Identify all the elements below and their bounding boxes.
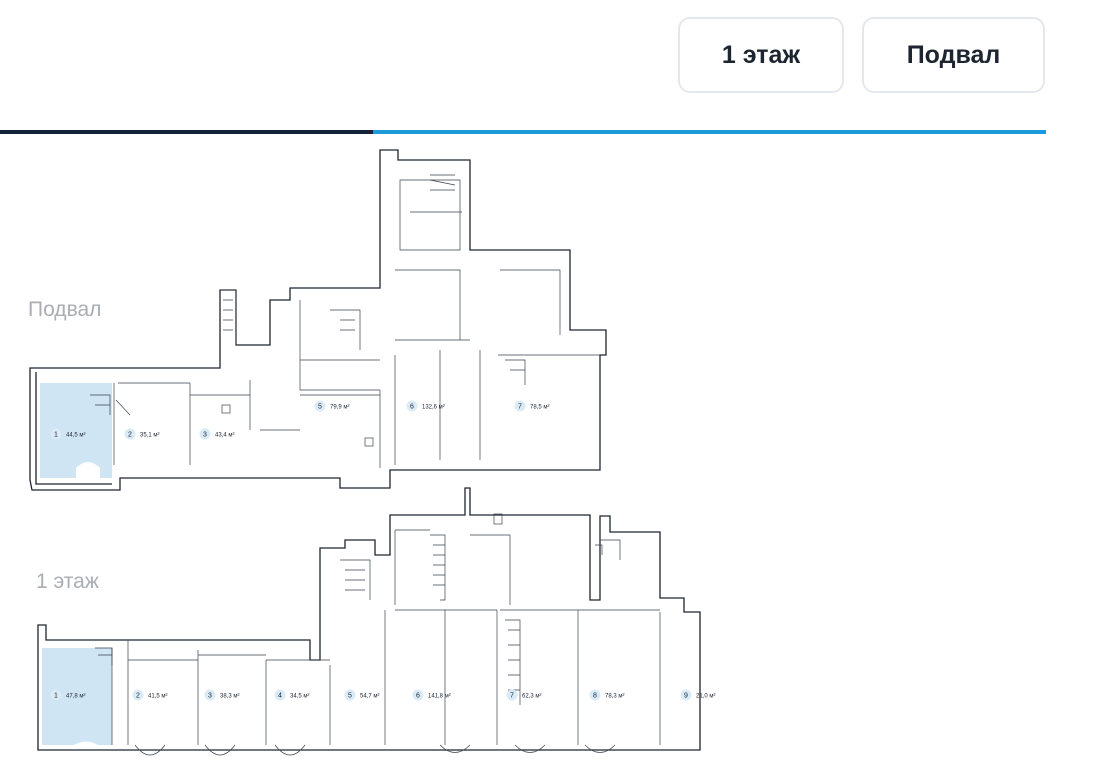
- basement-room-3-badge[interactable]: [199, 428, 211, 440]
- tab-first-floor[interactable]: 1 этаж: [678, 17, 844, 93]
- basement-room-2-number: 2: [128, 432, 132, 439]
- first-floor-room-8-badge[interactable]: [589, 689, 601, 701]
- first-floor-room-7-number: 7: [510, 693, 514, 700]
- tab-basement[interactable]: Подвал: [862, 17, 1045, 93]
- first-floor-room-9-number: 9: [684, 693, 688, 700]
- first-floor-room-6-number: 6: [416, 693, 420, 700]
- first-floor-room-3-number: 3: [208, 693, 212, 700]
- first-floor-room-4-badge[interactable]: [274, 689, 286, 701]
- basement-room-5-badge[interactable]: [314, 400, 326, 412]
- first-floor-room-2-badge[interactable]: [132, 689, 144, 701]
- first-floor-room-2-area: 41,5 м²: [148, 694, 167, 700]
- first-floor-room-5-badge[interactable]: [344, 689, 356, 701]
- basement-plan-label: Подвал: [28, 298, 102, 321]
- first-floor-room-markers: 1 47,8 м² 2 41,5 м² 3 38,3 м² 4 34,5 м² 5 54,7 м²…: [50, 689, 715, 701]
- basement-room-7-badge[interactable]: [514, 400, 526, 412]
- basement-room-5-area: 79,9 м²: [330, 405, 349, 411]
- first-floor-room-5-area: 54,7 м²: [360, 694, 379, 700]
- basement-room-2-area: 35,1 м²: [140, 433, 159, 439]
- basement-room-7-area: 78,5 м²: [530, 405, 549, 411]
- basement-room-1-area: 44,5 м²: [66, 433, 85, 439]
- first-floor-room-8-number: 8: [593, 693, 597, 700]
- first-floor-plan-label: 1 этаж: [36, 570, 99, 593]
- floor-progress-fill: [0, 130, 374, 134]
- basement-room-1-highlight[interactable]: [40, 383, 112, 478]
- basement-room-1-badge[interactable]: [50, 428, 62, 440]
- first-floor-room-4-number: 4: [278, 693, 282, 700]
- first-floor-room-7-area: 62,3 м²: [522, 694, 541, 700]
- first-floor-room-6-badge[interactable]: [412, 689, 424, 701]
- basement-room-3-number: 3: [203, 432, 207, 439]
- basement-room-5-number: 5: [318, 404, 322, 411]
- basement-room-3-area: 43,4 м²: [215, 433, 234, 439]
- first-floor-room-7-badge[interactable]: [506, 689, 518, 701]
- first-floor-room-6-area: 141,8 м²: [428, 694, 451, 700]
- basement-room-6-area: 132,6 м²: [422, 405, 445, 411]
- basement-room-6-number: 6: [410, 404, 414, 411]
- basement-room-markers: 1 44,5 м² 2 35,1 м² 3 43,4 м² 5 79,9 м² 6 132,6 м…: [50, 400, 549, 440]
- first-floor-room-1-badge[interactable]: [50, 689, 62, 701]
- basement-room-2-badge[interactable]: [124, 428, 136, 440]
- floor-progress-track: [0, 130, 1046, 134]
- first-floor-room-1-number: 1: [54, 693, 58, 700]
- basement-plan: [29, 149, 607, 491]
- first-floor-room-9-area: 21,0 м²: [696, 694, 715, 700]
- first-floor-room-4-area: 34,5 м²: [290, 694, 309, 700]
- first-floor-room-9-badge[interactable]: [680, 689, 692, 701]
- first-floor-room-5-number: 5: [348, 693, 352, 700]
- first-floor-room-1-area: 47,8 м²: [66, 694, 85, 700]
- first-floor-room-8-area: 78,3 м²: [605, 694, 624, 700]
- first-floor-plan: [37, 487, 701, 756]
- first-room-1-highlight[interactable]: [42, 648, 112, 745]
- first-floor-room-2-number: 2: [136, 693, 140, 700]
- basement-room-1-number: 1: [54, 432, 58, 439]
- first-floor-room-3-badge[interactable]: [204, 689, 216, 701]
- first-floor-room-3-area: 38,3 м²: [220, 694, 239, 700]
- basement-room-6-badge[interactable]: [406, 400, 418, 412]
- basement-room-7-number: 7: [518, 404, 522, 411]
